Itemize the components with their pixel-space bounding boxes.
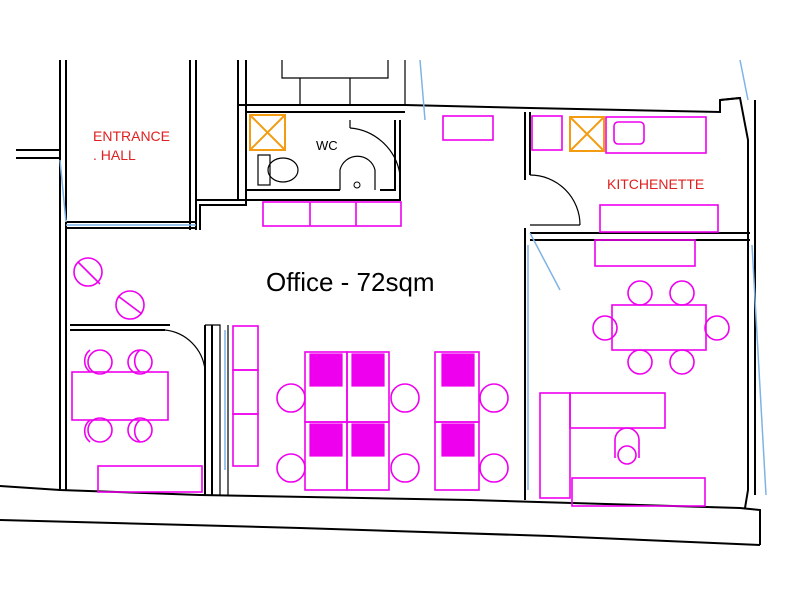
wc-label: WC [316,138,338,153]
office-label: Office - 72sqm [266,267,435,297]
entrance-hall-label-line1: ENTRANCE [93,128,170,144]
entrance-hall-label-line2: . HALL [93,147,136,163]
glazing [59,59,767,496]
riser-boxes [249,114,605,152]
wc-fixtures [257,154,376,190]
furniture [71,115,730,507]
room-labels: ENTRANCE . HALL WC KITCHENETTE Office - … [93,128,704,297]
kitchenette-label: KITCHENETTE [607,176,704,192]
